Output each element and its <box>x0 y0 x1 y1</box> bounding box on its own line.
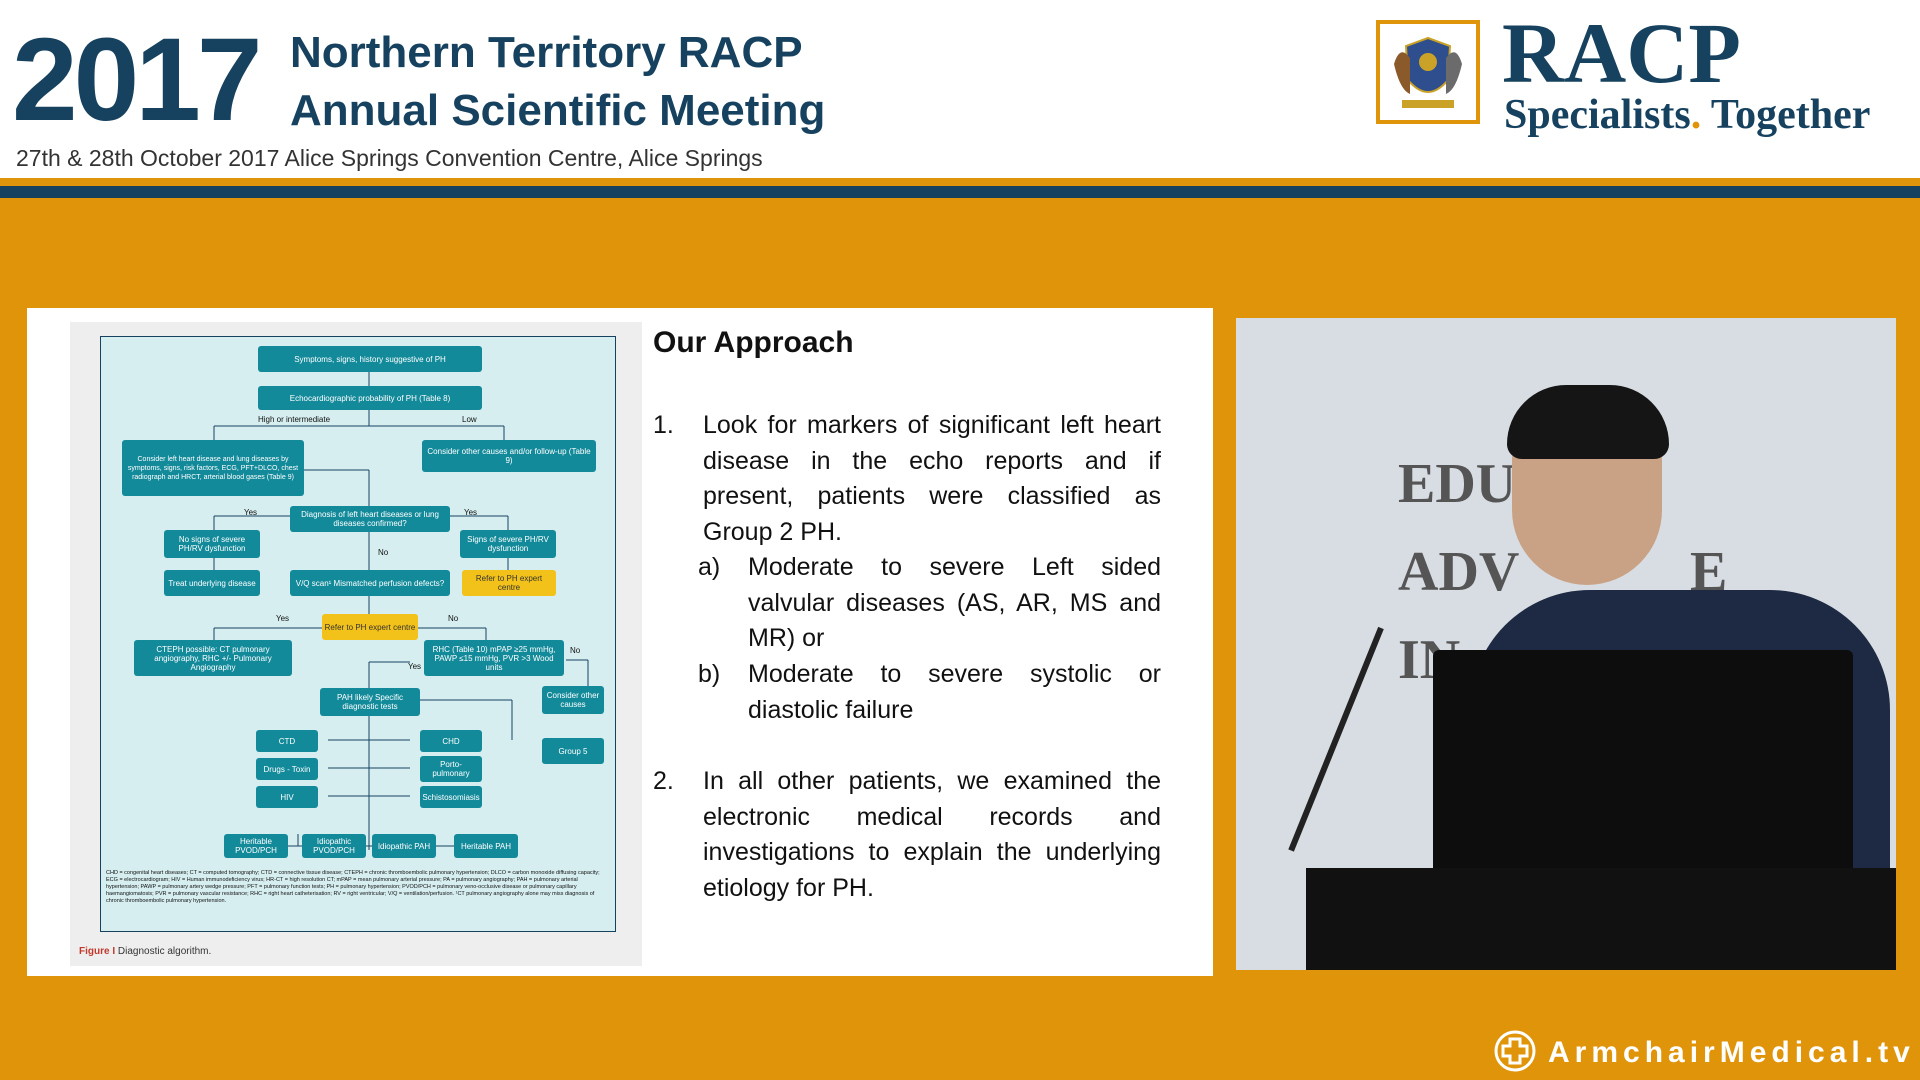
subitem-text: Moderate to severe systolic or diastolic… <box>748 660 1161 724</box>
racp-tagline: Specialists. Together <box>1504 92 1871 138</box>
flow-box-symptoms: Symptoms, signs, history suggestive of P… <box>258 346 482 372</box>
backdrop-text-1: EDU <box>1398 453 1517 515</box>
figure-legend: CHD = congenital heart diseases; CT = co… <box>106 870 600 904</box>
subitem-letter: a) <box>698 553 721 581</box>
flow-box-chd: CHD <box>420 730 482 752</box>
flow-box-ctd: CTD <box>256 730 318 752</box>
racp-brand: RACP <box>1502 5 1741 101</box>
flow-box-porto: Porto-pulmonary <box>420 756 482 782</box>
flow-label-high: High or intermediate <box>258 415 331 424</box>
flow-box-cteph: CTEPH possible: CT pulmonary angiography… <box>134 640 292 676</box>
header-accent-stripe <box>0 178 1920 186</box>
flow-label-yes2: Yes <box>464 508 478 517</box>
flow-box-treat: Treat underlying disease <box>164 570 260 596</box>
approach-item-1: 1. Look for markers of significant left … <box>653 408 1161 550</box>
flow-box-pah-likely: PAH likely Specific diagnostic tests <box>320 688 420 716</box>
laptop-icon <box>1433 650 1853 890</box>
racp-crest-icon <box>1376 20 1480 124</box>
podium <box>1306 868 1896 970</box>
conference-year: 2017 <box>12 14 263 146</box>
flow-box-diagnosis-confirmed: Diagnosis of left heart diseases or lung… <box>290 506 450 532</box>
flow-label-yes3: Yes <box>276 614 290 623</box>
flow-box-heritable-pvod: Heritable PVOD/PCH <box>224 834 288 858</box>
figure-caption: Figure I Diagnostic algorithm. <box>79 946 212 957</box>
approach-subitem-b: b) Moderate to severe systolic or diasto… <box>698 657 1161 728</box>
flow-label-yes4: Yes <box>408 662 422 671</box>
header-brand-stripe <box>0 186 1920 198</box>
conference-header <box>0 0 1920 178</box>
flow-label-low: Low <box>462 415 477 424</box>
item-number: 1. <box>653 411 674 439</box>
item-text: Look for markers of significant left hea… <box>703 411 1161 546</box>
flow-label-no1: No <box>378 548 389 557</box>
item-text: In all other patients, we examined the e… <box>703 767 1161 902</box>
conference-dates-venue: 27th & 28th October 2017 Alice Springs C… <box>16 145 763 171</box>
subitem-text: Moderate to severe Left sided valvular d… <box>748 553 1161 652</box>
flow-label-no2: No <box>448 614 459 623</box>
flow-label-yes1: Yes <box>244 508 258 517</box>
flow-box-hiv: HIV <box>256 786 318 808</box>
backdrop-text-2: ADV <box>1398 541 1520 603</box>
flow-box-heritable-pah: Heritable PAH <box>454 834 518 858</box>
flow-box-echo: Echocardiographic probability of PH (Tab… <box>258 386 482 410</box>
flow-box-left-heart-lung: Consider left heart disease and lung dis… <box>122 440 304 496</box>
conference-title-line1: Northern Territory RACP <box>290 28 803 77</box>
subitem-letter: b) <box>698 660 721 688</box>
item-number: 2. <box>653 767 674 795</box>
approach-subitem-a: a) Moderate to severe Left sided valvula… <box>698 550 1161 657</box>
flow-box-rhc: RHC (Table 10) mPAP ≥25 mmHg, PAWP ≤15 m… <box>424 640 564 676</box>
conference-title-line2: Annual Scientific Meeting <box>290 86 826 135</box>
speaker-hair <box>1507 385 1669 459</box>
footer-brand: ArmchairMedical.tv <box>1548 1036 1915 1069</box>
flow-box-consider-other: Consider other causes <box>542 686 604 714</box>
medical-cross-icon <box>1494 1030 1536 1072</box>
flow-box-refer-2: Refer to PH expert centre <box>322 614 418 640</box>
flow-box-refer-1: Refer to PH expert centre <box>462 570 556 596</box>
flow-label-no3: No <box>570 646 581 655</box>
flow-box-idiopathic-pvod: Idiopathic PVOD/PCH <box>302 834 366 858</box>
flow-box-schisto: Schistosomiasis <box>420 786 482 808</box>
flow-box-other-causes: Consider other causes and/or follow-up (… <box>422 440 596 472</box>
flow-box-vq-scan: V/Q scan¹ Mismatched perfusion defects? <box>290 570 450 596</box>
flow-box-drugs: Drugs - Toxin <box>256 758 318 780</box>
flow-box-severe: Signs of severe PH/RV dysfunction <box>460 530 556 558</box>
approach-item-2: 2. In all other patients, we examined th… <box>653 764 1161 906</box>
flow-box-idiopathic-pah: Idiopathic PAH <box>372 834 436 858</box>
flow-box-no-severe: No signs of severe PH/RV dysfunction <box>164 530 260 558</box>
slide-title: Our Approach <box>653 326 854 359</box>
flow-box-group5: Group 5 <box>542 738 604 764</box>
